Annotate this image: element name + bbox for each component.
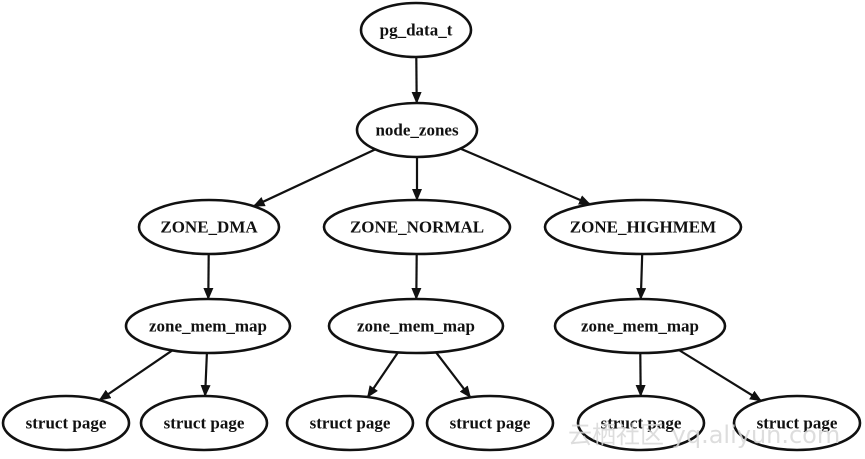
edges: [98, 56, 762, 402]
node-ellipse: [543, 198, 743, 256]
node-label: ZONE_HIGHMEM: [570, 218, 716, 237]
arrow: [678, 349, 762, 402]
node-label: struct page: [26, 414, 107, 433]
edge-mem-map-highmem-to-page-highmem-2: [678, 349, 762, 402]
edge-node-zones-to-zone-highmem: [459, 147, 592, 206]
node-ellipse: [355, 101, 479, 159]
node-label: zone_mem_map: [581, 317, 699, 336]
edge-mem-map-normal-to-page-normal-2: [435, 351, 472, 399]
node-ellipse: [576, 394, 706, 452]
node-label: pg_data_t: [380, 21, 453, 40]
node-label: ZONE_DMA: [160, 218, 258, 237]
arrow: [459, 147, 592, 206]
edge-node-zones-to-zone-dma: [252, 148, 376, 208]
arrow: [366, 351, 399, 398]
arrow: [200, 352, 211, 397]
node-label: struct page: [310, 414, 391, 433]
node-ellipse: [285, 394, 415, 452]
node-page-highmem-2: struct page: [732, 394, 862, 452]
node-zone-normal: ZONE_NORMAL: [322, 198, 512, 256]
node-mem-map-highmem: zone_mem_map: [553, 297, 727, 355]
node-label: struct page: [601, 414, 682, 433]
arrow: [98, 349, 174, 402]
node-page-normal-2: struct page: [425, 394, 555, 452]
edge-mem-map-dma-to-page-dma-2: [200, 352, 211, 397]
node-page-highmem-1: struct page: [576, 394, 706, 452]
node-mem-map-dma: zone_mem_map: [124, 297, 292, 355]
node-label: struct page: [757, 414, 838, 433]
node-ellipse: [1, 394, 131, 452]
node-label: struct page: [164, 414, 245, 433]
node-mem-map-normal: zone_mem_map: [327, 297, 505, 355]
node-zone-dma: ZONE_DMA: [137, 198, 281, 256]
node-label: ZONE_NORMAL: [350, 218, 484, 237]
watermark-text: 云栖社区 yq.aliyun.com: [568, 421, 840, 449]
node-pg-data-t: pg_data_t: [359, 1, 473, 59]
node-page-normal-1: struct page: [285, 394, 415, 452]
node-page-dma-1: struct page: [1, 394, 131, 452]
node-ellipse: [359, 1, 473, 59]
node-ellipse: [425, 394, 555, 452]
edge-mem-map-normal-to-page-normal-1: [366, 351, 399, 398]
node-label: struct page: [450, 414, 531, 433]
node-label: zone_mem_map: [149, 317, 267, 336]
edge-mem-map-dma-to-page-dma-1: [98, 349, 174, 402]
arrow: [636, 253, 647, 300]
node-label: node_zones: [375, 121, 459, 140]
node-label: zone_mem_map: [357, 317, 475, 336]
node-ellipse: [553, 297, 727, 355]
node-ellipse: [327, 297, 505, 355]
node-node-zones: node_zones: [355, 101, 479, 159]
node-ellipse: [732, 394, 862, 452]
arrow: [252, 148, 376, 208]
arrow: [435, 351, 472, 399]
node-page-dma-2: struct page: [139, 394, 269, 452]
node-ellipse: [139, 394, 269, 452]
node-ellipse: [124, 297, 292, 355]
node-ellipse: [137, 198, 281, 256]
edge-zone-highmem-to-mem-map-highmem: [636, 253, 647, 300]
node-zone-highmem: ZONE_HIGHMEM: [543, 198, 743, 256]
node-ellipse: [322, 198, 512, 256]
